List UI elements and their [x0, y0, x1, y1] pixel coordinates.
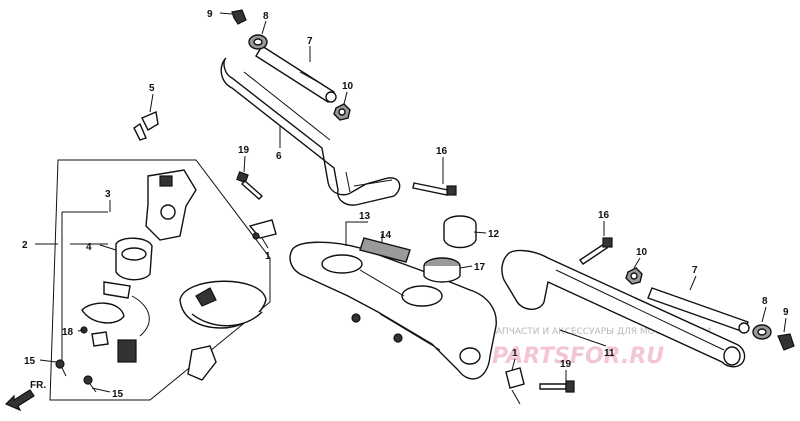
steering-cap [443, 215, 477, 249]
callout-10-right: 10 [636, 247, 648, 258]
handlebar-left [220, 57, 401, 206]
callout-4: 4 [86, 242, 92, 253]
collar-top [248, 34, 268, 50]
callout-1-lower: 1 [512, 348, 518, 359]
callout-9-right: 9 [783, 307, 789, 318]
callout-5: 5 [149, 83, 155, 94]
callout-11: 11 [604, 348, 615, 359]
clip-top [231, 9, 247, 25]
watermark-logo: PARTSFOR.RU [492, 344, 664, 369]
callout-8-right: 8 [762, 296, 768, 307]
bolt-19-top [236, 171, 264, 200]
callout-16-top: 16 [436, 146, 448, 157]
ignition-assembly-group [49, 159, 271, 401]
watermark-text: ЗАПЧАСТИ И АКСЕССУАРЫ ДЛЯ МОТОТЕХНИКИ [490, 327, 711, 337]
nut-right [625, 267, 643, 285]
front-direction-arrow: FR. [4, 380, 46, 412]
callout-7-top: 7 [307, 36, 313, 47]
key [133, 111, 159, 141]
callout-labels: 9 8 7 10 5 6 19 16 3 2 4 1 13 14 12 17 1… [22, 9, 789, 400]
callout-17: 17 [474, 262, 486, 273]
callout-16-right: 16 [598, 210, 610, 221]
callout-6: 6 [276, 151, 282, 162]
callout-2: 2 [22, 240, 28, 251]
throttle-shaft-right [647, 287, 750, 334]
handlebar-right [501, 249, 746, 368]
screw-15-b [83, 375, 97, 393]
collar-right [752, 324, 772, 340]
callout-18: 18 [62, 327, 74, 338]
top-bridge [289, 241, 497, 380]
callout-15-bottom: 15 [112, 389, 124, 400]
id-plate [359, 237, 411, 263]
bolt-16-top [412, 182, 457, 196]
bolt-16-right [578, 237, 613, 265]
callout-8-top: 8 [263, 11, 269, 22]
wire-clamp-lower [505, 367, 525, 405]
callout-9-top: 9 [207, 9, 213, 20]
callout-19-lower: 19 [560, 359, 572, 370]
callout-1-top: 1 [265, 251, 271, 262]
leader-lines [35, 12, 787, 393]
callout-15-left: 15 [24, 356, 36, 367]
throttle-shaft-top [255, 45, 337, 103]
screw-15-a [55, 359, 67, 377]
nut-top [333, 103, 351, 121]
wire-clamp-top [248, 219, 277, 240]
callout-7-right: 7 [692, 265, 698, 276]
callout-3: 3 [105, 189, 111, 200]
bolt-19-lower [539, 380, 575, 393]
stem-nut [423, 257, 461, 283]
front-direction-label: FR. [30, 380, 46, 391]
clip-right [777, 333, 795, 351]
callout-13: 13 [359, 211, 371, 222]
callout-14: 14 [380, 230, 392, 241]
callout-12: 12 [488, 229, 500, 240]
callout-10-top: 10 [342, 81, 354, 92]
callout-19-top: 19 [238, 145, 250, 156]
